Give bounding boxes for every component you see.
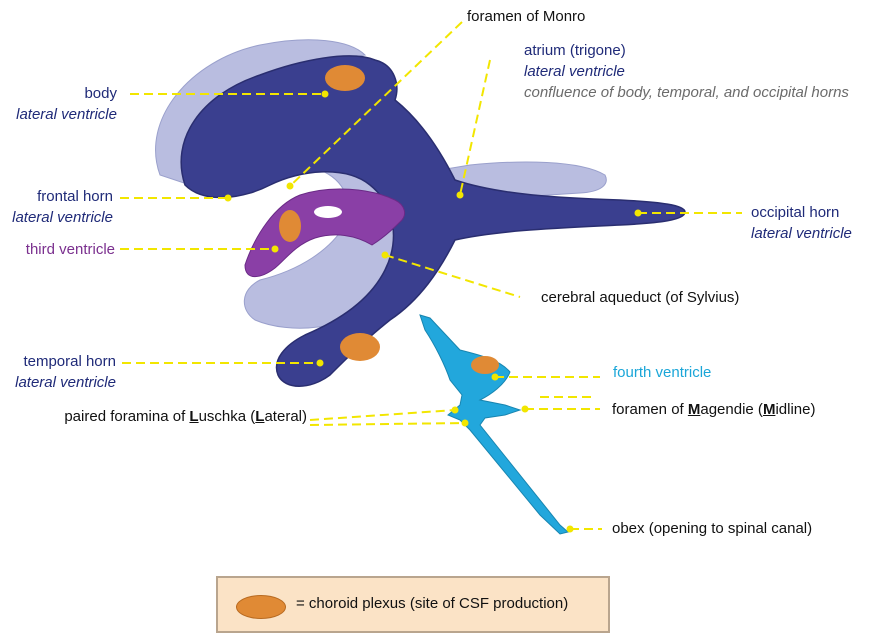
leader-dots <box>224 90 642 533</box>
label-temporal-sub: lateral ventricle <box>15 374 116 391</box>
leader-atrium <box>459 59 491 196</box>
leader-luschka-a <box>309 409 456 421</box>
label-body-title: body <box>84 85 117 102</box>
label-occipital-sub: lateral ventricle <box>751 225 852 242</box>
label-luschka: paired foramina of Luschka (Lateral) <box>64 408 307 425</box>
label-cerebral-aqueduct: cerebral aqueduct (of Sylvius) <box>541 289 740 306</box>
choroid-plexus-spots <box>279 65 499 374</box>
choroid-plexus-swatch-icon <box>236 595 286 619</box>
label-third-ventricle: third ventricle <box>25 241 115 258</box>
choroid-plexus-temporal <box>340 333 380 361</box>
label-atrium-sub: lateral ventricle <box>524 63 625 80</box>
legend-box: = choroid plexus (site of CSF production… <box>216 576 610 633</box>
leader-foramen-monro <box>289 21 463 187</box>
label-body-sub: lateral ventricle <box>16 106 117 123</box>
label-fourth-ventricle: fourth ventricle <box>613 364 712 381</box>
choroid-plexus-fourth <box>471 356 499 374</box>
legend-text: = choroid plexus (site of CSF production… <box>296 595 569 612</box>
leader-luschka-b <box>309 422 466 426</box>
label-frontal-title: frontal horn <box>37 188 113 205</box>
leader-lines <box>120 21 742 530</box>
near-lateral-ventricle <box>180 55 686 387</box>
label-obex: obex (opening to spinal canal) <box>612 520 813 537</box>
label-temporal-title: temporal horn <box>23 353 116 370</box>
label-magendie: foramen of Magendie (Midline) <box>612 401 816 418</box>
label-frontal-sub: lateral ventricle <box>12 209 113 226</box>
choroid-plexus-body <box>325 65 365 91</box>
label-atrium-title: atrium (trigone) <box>524 42 626 59</box>
choroid-plexus-third <box>279 210 301 242</box>
label-atrium-desc: confluence of body, temporal, and occipi… <box>524 84 849 101</box>
label-occipital-title: occipital horn <box>751 204 840 221</box>
third-ventricle-shape <box>244 188 406 278</box>
fourth-ventricle-shape <box>419 314 570 535</box>
leader-aqueduct <box>384 254 521 298</box>
label-foramen-monro: foramen of Monro <box>467 8 586 25</box>
